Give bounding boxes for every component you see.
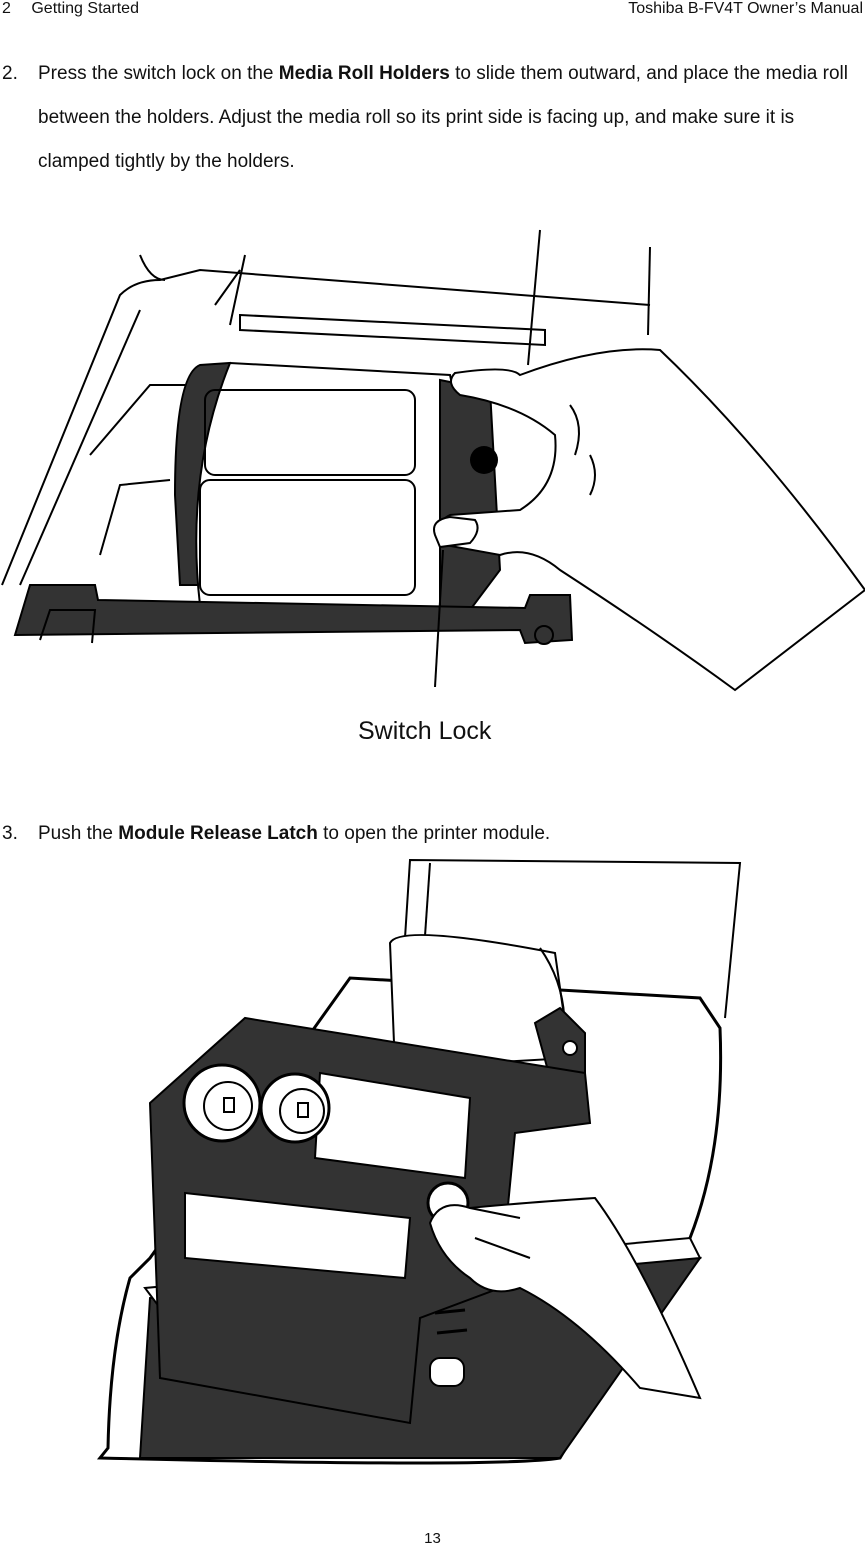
ribbon-spindle-right bbox=[259, 1072, 331, 1144]
bottom-tray bbox=[13, 584, 574, 645]
switch-lock-leader bbox=[434, 549, 444, 688]
step-text: Press the switch lock on the Media Roll … bbox=[38, 52, 862, 184]
platen-area bbox=[184, 1191, 412, 1280]
ribbon-spindle-left bbox=[182, 1063, 262, 1143]
right-roll-holder bbox=[439, 378, 502, 611]
running-header-left: 2 Getting Started bbox=[2, 0, 139, 18]
page-number: 13 bbox=[424, 1530, 441, 1547]
feed-button bbox=[429, 1357, 465, 1387]
module-release-latch-term: Module Release Latch bbox=[118, 823, 318, 844]
media-roll bbox=[388, 934, 572, 1070]
chapter-number: 2 bbox=[2, 0, 11, 17]
running-header-right: Toshiba B-FV4T Owner’s Manual bbox=[628, 0, 863, 17]
step-text: Push the Module Release Latch to open th… bbox=[38, 812, 862, 856]
media-roll bbox=[195, 361, 459, 617]
step-text-part: to open the printer module. bbox=[317, 823, 551, 844]
media-roll-holders-term: Media Roll Holders bbox=[278, 63, 450, 84]
step-number: 2. bbox=[2, 63, 18, 84]
step-text-part: Push the bbox=[38, 823, 119, 844]
media-roll-illustration bbox=[1, 229, 865, 692]
step-2: 2. Press the switch lock on the Media Ro… bbox=[2, 52, 862, 184]
switch-lock-label: Switch Lock bbox=[358, 717, 492, 745]
hand-icon bbox=[433, 348, 865, 692]
hand-icon bbox=[428, 1196, 702, 1400]
step-3: 3. Push the Module Release Latch to open… bbox=[2, 812, 862, 856]
step-text-part: to slide them outward, and place the med… bbox=[38, 63, 848, 172]
holder-knob bbox=[470, 446, 498, 474]
printer-module-illustration bbox=[96, 858, 742, 1465]
step-number: 3. bbox=[2, 823, 18, 844]
step-text-part: Press the switch lock on the bbox=[38, 63, 279, 84]
chapter-title: Getting Started bbox=[31, 0, 139, 17]
